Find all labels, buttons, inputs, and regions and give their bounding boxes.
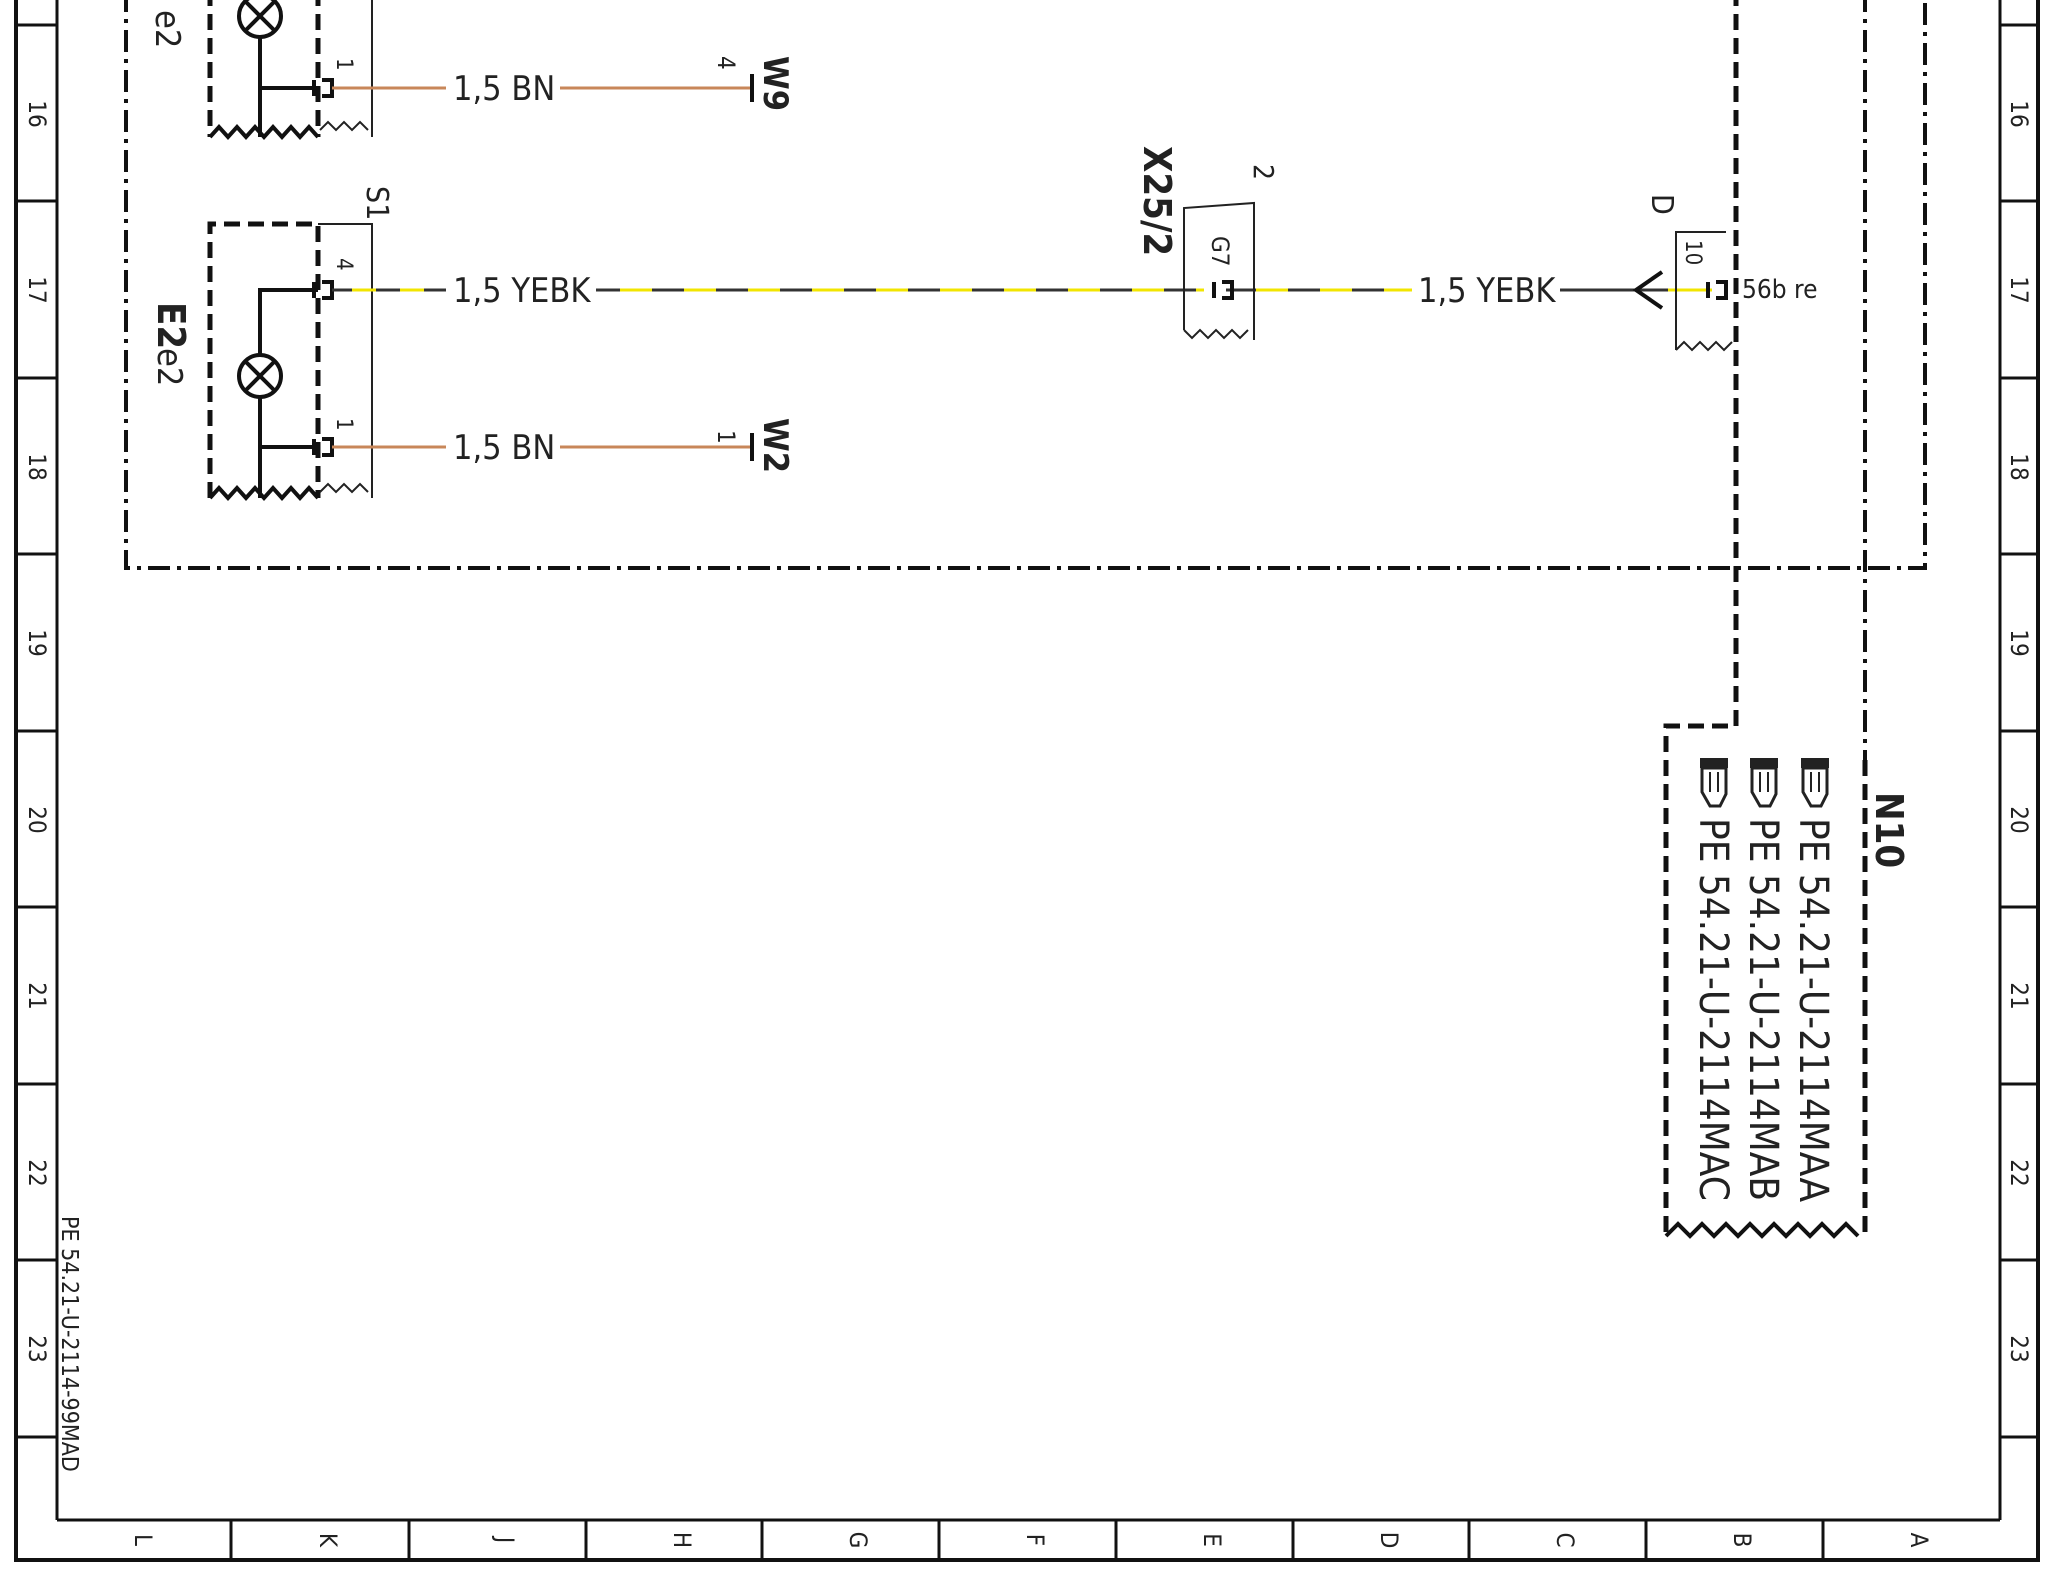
connector-w9-pin: 4 [712,56,740,70]
wire-w2: 1,5 BN 1 W2 [332,418,795,473]
row-label: 17 [2005,276,2033,303]
column-label: F [1021,1534,1049,1546]
connector-x25-2-pin: 2 [1247,164,1280,180]
row-label: 19 [23,629,51,656]
column-label: J [491,1535,519,1543]
wire-w9-label: 1,5 BN [453,69,555,109]
column-label: G [844,1532,872,1549]
module-n10-ref-text: PE 54.21-U-2114MAA [1790,818,1836,1203]
wire-w9: 1,5 BN 4 W9 [332,56,795,111]
column-label: E [1198,1533,1226,1547]
row-label: 16 [2005,100,2033,127]
switch-s1-pin-bottom: 1 [331,418,356,431]
hand-pointer-icon [1801,758,1829,808]
lamp-icon [237,353,283,399]
drawing-reference: PE 54.21-U-2114-99MAD [56,1216,82,1472]
row-label: 18 [23,453,51,480]
main-enclosure [124,0,1927,570]
module-n10-ref-text: PE 54.21-U-2114MAB [1740,818,1786,1201]
lamp-icon [237,0,283,39]
module-n10-outline [1663,0,1739,1236]
row-label: 16 [23,100,51,127]
hand-pointer-icon [1750,758,1778,808]
right-zone-ticks [2000,23,2038,1439]
bottom-column-labels: L K J H G F E D C B A [129,1532,1933,1549]
connector-x25-2-label: X25/2 [1135,146,1179,256]
wire-yebk-right-label: 1,5 YEBK [1418,271,1556,311]
module-n10-label: N10 [1867,792,1911,868]
row-label: 17 [23,276,51,303]
connector-w2-pin: 1 [712,430,740,444]
switch-s1: S1 4 1 [312,186,394,498]
connector-x25-2: X25/2 2 G7 [1135,146,1280,340]
row-label: 20 [2005,806,2033,833]
row-label: 19 [2005,629,2033,656]
left-zone-ticks [16,23,57,1439]
column-label: L [129,1534,157,1546]
module-n10-ref-1: PE 54.21-U-2114MAA [1790,758,1836,1203]
module-connector-d: D 10 56b re [1632,194,1817,352]
row-label: 18 [2005,453,2033,480]
switch-s1-label: S1 [359,186,394,220]
hand-pointer-icon [1700,758,1728,808]
bottom-zone-ticks [229,1520,1825,1560]
wire-w2-label: 1,5 BN [453,428,555,468]
connector-w9-label: W9 [755,56,795,111]
connector-w2-label: W2 [755,418,795,473]
module-connector-d-signal: 56b re [1742,275,1817,305]
module-connector-d-pin: 10 [1680,240,1705,265]
row-label: 23 [23,1335,51,1362]
row-label: 20 [23,806,51,833]
column-label: K [314,1533,342,1548]
upper-lamp-label: e2 [147,10,187,48]
right-row-labels: 16 17 18 19 20 21 22 23 [2005,100,2033,1362]
left-row-labels: 16 17 18 19 20 21 22 23 [23,100,51,1362]
column-label: D [1375,1532,1403,1549]
lamp-e2: E2 e2 [149,288,320,501]
enclosures [124,0,1927,1236]
module-n10-ref-text: PE 54.21-U-2114MAC [1690,818,1736,1201]
wire-yebk-left-label: 1,5 YEBK [453,271,591,311]
row-label: 22 [23,1159,51,1186]
module-connector-d-label: D [1644,194,1679,215]
row-label: 23 [2005,1335,2033,1362]
wire-yebk: 1,5 YEBK 1,5 YEBK [332,271,1712,311]
lamp-e2-label: e2 [149,348,189,386]
switch-s1-pin-top: 4 [331,258,356,271]
row-label: 21 [23,982,51,1009]
column-label: H [668,1532,696,1548]
module-n10-ref-3: PE 54.21-U-2114MAC [1690,758,1736,1201]
upper-lamp: e2 1 [147,0,373,140]
upper-lamp-pin: 1 [331,58,356,71]
row-label: 22 [2005,1159,2033,1186]
column-label: B [1728,1533,1756,1548]
module-n10-ref-2: PE 54.21-U-2114MAB [1740,758,1786,1201]
row-label: 21 [2005,982,2033,1009]
column-label: C [1551,1532,1579,1547]
column-label: A [1905,1533,1933,1548]
lamp-e2-label-bold: E2 [149,302,193,349]
drawing-frame: 16 17 18 19 20 21 22 23 16 17 18 19 20 2… [14,0,2040,1562]
connector-x25-2-cavity: G7 [1206,236,1234,266]
module-n10: N10 PE 54.21-U-2114MAA PE 54.21-U-2114MA… [1664,758,1911,1239]
